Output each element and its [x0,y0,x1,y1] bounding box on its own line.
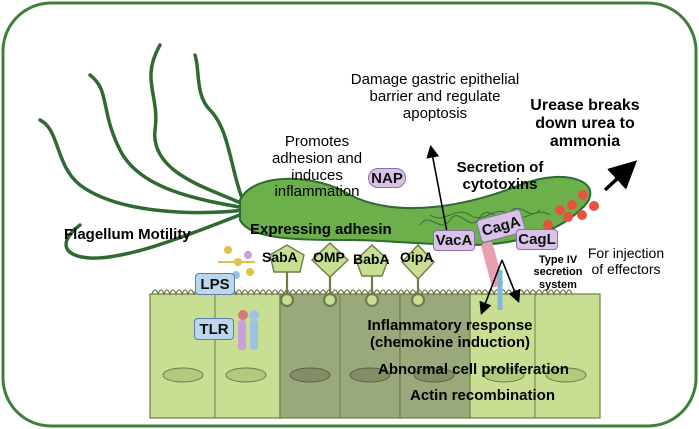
type-iv-label: Type IV secretion system [533,254,583,291]
omp-protein [310,242,350,278]
dna-coil [429,210,551,219]
vaca-box: VacA [433,230,475,251]
cell-nucleus [413,367,455,383]
epithelial-cell-layer [149,289,601,419]
actin-label: Actin recombination [410,387,556,404]
cell-nucleus [162,367,204,383]
tlr-box: TLR [194,318,234,340]
flagellum-label: Flagellum Motility [64,226,191,243]
secretion-label: Secretion of cytotoxins [456,159,544,193]
dna-coil [419,207,541,226]
nap-badge: NAP [368,168,406,188]
arrow-to-ammonia [603,160,638,192]
arrow-to-inflammatory [479,259,503,315]
urease-dots [543,190,599,230]
arrow-to-damage [426,144,448,233]
baba-label: BabA [353,251,390,267]
adhesin-stalks [279,270,426,308]
oipa-label: OipA [400,249,434,265]
saba-protein [269,244,305,273]
baba-protein [355,244,389,277]
saba-label: SabA [262,249,298,265]
inflammatory-label: Inflammatory response (chemokine inducti… [367,317,533,351]
cell-nucleus [225,367,267,383]
tlr-receptor [238,310,259,350]
oipa-protein [401,243,435,281]
cell-nucleus [349,367,391,383]
cell-nucleus [289,367,331,383]
abnormal-label: Abnormal cell proliferation [378,361,569,378]
omp-label: OMP [313,249,345,265]
cell-nucleus [483,367,525,383]
promotes-label: Promotes adhesion and induces inflammati… [271,133,363,201]
cagl-box: CagL [516,229,558,250]
cell-nucleus [545,367,587,383]
damage-label: Damage gastric epithelial barrier and re… [350,71,520,122]
lps-box: LPS [195,273,235,295]
expressing-label: Expressing adhesin [250,221,392,238]
arrow-to-proliferation [501,259,521,303]
for-injection-label: For injection of effectors [587,245,665,277]
urease-label: Urease breaks down urea to ammonia [530,97,640,150]
flagella [38,43,247,260]
